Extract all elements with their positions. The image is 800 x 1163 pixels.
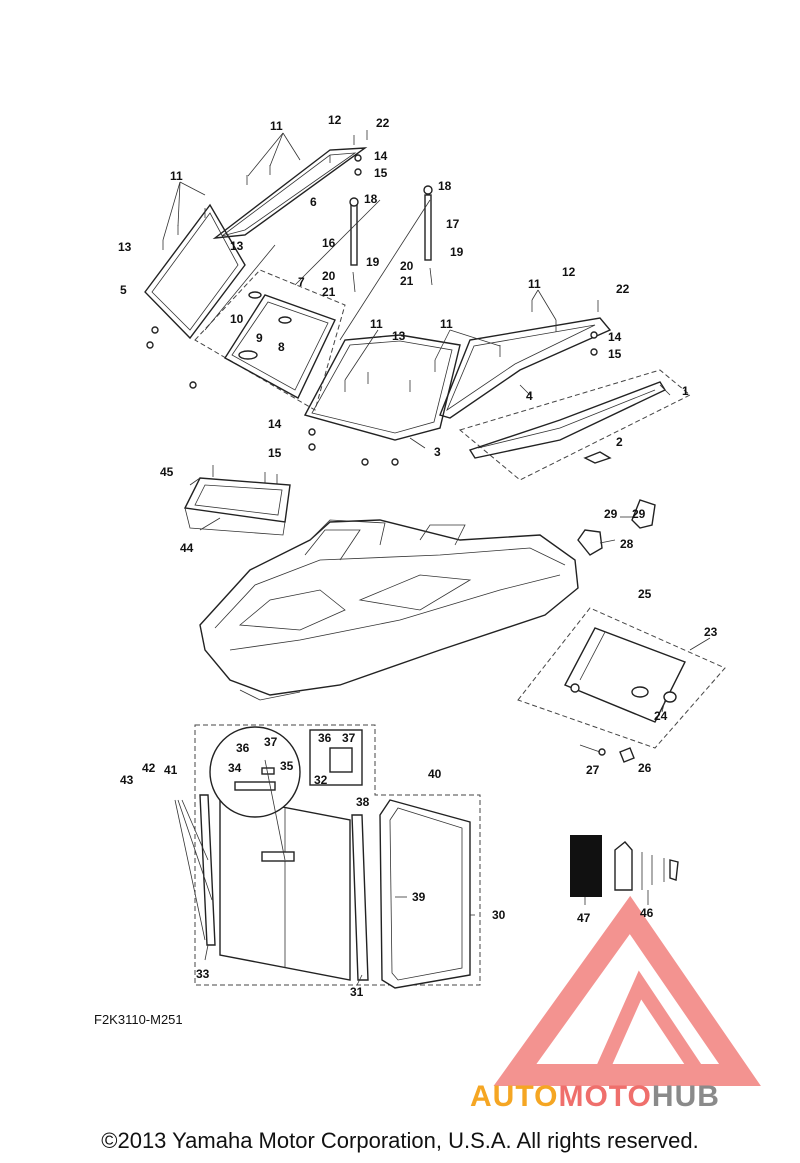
boat-hull bbox=[199, 519, 579, 701]
callout-12b: 12 bbox=[562, 265, 576, 279]
cover-23 bbox=[517, 607, 726, 749]
callout-11a: 11 bbox=[270, 119, 283, 133]
callout-43: 43 bbox=[120, 773, 134, 787]
callout-8: 8 bbox=[278, 340, 285, 354]
callout-2: 2 bbox=[616, 435, 623, 449]
door-section bbox=[174, 724, 481, 989]
callout-12a: 12 bbox=[328, 113, 342, 127]
callout-42: 42 bbox=[142, 761, 156, 775]
callout-15c: 15 bbox=[268, 446, 282, 460]
callout-20a: 20 bbox=[322, 269, 336, 283]
callout-1: 1 bbox=[682, 384, 689, 398]
glove-box-44 bbox=[183, 477, 291, 536]
callout-27: 27 bbox=[586, 763, 600, 777]
detail-circle bbox=[209, 726, 301, 861]
callout-36b: 36 bbox=[318, 731, 332, 745]
callout-11d: 11 bbox=[440, 317, 453, 331]
callout-11b: 11 bbox=[170, 169, 183, 183]
callout-22b: 22 bbox=[616, 282, 630, 296]
brand-part-moto: MOTO bbox=[558, 1080, 652, 1113]
callout-39: 39 bbox=[412, 890, 426, 904]
tool-kit-46 bbox=[614, 841, 679, 891]
diagram-code: F2K3110-M251 bbox=[94, 1012, 183, 1027]
callout-6: 6 bbox=[310, 195, 317, 209]
callout-19a: 19 bbox=[366, 255, 380, 269]
strut-16 bbox=[349, 197, 359, 293]
callout-41: 41 bbox=[164, 763, 178, 777]
callout-16: 16 bbox=[322, 236, 336, 250]
callout-29a: 29 bbox=[604, 507, 618, 521]
bracket-28 bbox=[577, 529, 603, 556]
callout-7: 7 bbox=[298, 275, 305, 289]
callout-37b: 37 bbox=[342, 731, 356, 745]
callout-13b: 13 bbox=[230, 239, 244, 253]
windshield-frame-7 bbox=[194, 269, 346, 411]
callout-13c: 13 bbox=[392, 329, 406, 343]
callout-35: 35 bbox=[280, 759, 294, 773]
callout-10: 10 bbox=[230, 312, 244, 326]
nuts bbox=[146, 154, 598, 466]
callout-22a: 22 bbox=[376, 116, 390, 130]
callout-33: 33 bbox=[196, 967, 210, 981]
callout-28: 28 bbox=[620, 537, 634, 551]
fastener-26-27 bbox=[598, 747, 635, 763]
callout-11e: 11 bbox=[528, 277, 541, 291]
callout-25: 25 bbox=[638, 587, 652, 601]
frame-6 bbox=[212, 147, 368, 239]
callout-40: 40 bbox=[428, 767, 442, 781]
callout-15a: 15 bbox=[374, 166, 388, 180]
callout-24: 24 bbox=[654, 709, 668, 723]
frame-3 bbox=[303, 334, 461, 441]
watermark-logo-icon bbox=[493, 895, 761, 1086]
callout-18a: 18 bbox=[364, 192, 378, 206]
callout-36a: 36 bbox=[236, 741, 250, 755]
callout-23: 23 bbox=[704, 625, 718, 639]
brand-part-auto: AUTO bbox=[470, 1080, 559, 1113]
copyright-notice: ©2013 Yamaha Motor Corporation, U.S.A. A… bbox=[101, 1128, 699, 1153]
callout-15b: 15 bbox=[608, 347, 622, 361]
callout-20b: 20 bbox=[400, 259, 414, 273]
callout-9: 9 bbox=[256, 331, 263, 345]
callout-19b: 19 bbox=[450, 245, 464, 259]
callout-32: 32 bbox=[314, 773, 328, 787]
callout-11c: 11 bbox=[370, 317, 383, 331]
frame-4 bbox=[439, 317, 612, 419]
callout-37a: 37 bbox=[264, 735, 278, 749]
callout-30: 30 bbox=[492, 908, 506, 922]
bracket-29 bbox=[631, 499, 656, 529]
brand-part-hub: HUB bbox=[651, 1080, 720, 1113]
callout-18b: 18 bbox=[438, 179, 452, 193]
detail-box bbox=[309, 729, 363, 786]
trim-1 bbox=[458, 369, 691, 481]
callout-17: 17 bbox=[446, 217, 460, 231]
callout-31: 31 bbox=[350, 985, 364, 999]
callout-3: 3 bbox=[434, 445, 441, 459]
callout-34: 34 bbox=[228, 761, 242, 775]
frame-5 bbox=[144, 203, 246, 340]
callout-14a: 14 bbox=[374, 149, 388, 163]
callout-4: 4 bbox=[526, 389, 533, 403]
callout-labels: 1 2 3 4 5 6 7 8 9 10 11 11 11 11 11 12 1… bbox=[118, 113, 718, 999]
callout-26: 26 bbox=[638, 761, 652, 775]
label-sheet-47 bbox=[570, 835, 602, 897]
callout-47: 47 bbox=[577, 911, 591, 925]
callout-44: 44 bbox=[180, 541, 194, 555]
callout-46: 46 bbox=[640, 906, 654, 920]
callout-38: 38 bbox=[356, 795, 370, 809]
callout-5: 5 bbox=[120, 283, 127, 297]
callout-13a: 13 bbox=[118, 240, 132, 254]
callout-14c: 14 bbox=[268, 417, 282, 431]
watermark-brand: AUTOMOTOHUB bbox=[470, 1080, 720, 1114]
strut-17 bbox=[423, 185, 433, 286]
callout-21a: 21 bbox=[322, 285, 336, 299]
callout-45: 45 bbox=[160, 465, 174, 479]
screws bbox=[162, 130, 599, 486]
callout-21b: 21 bbox=[400, 274, 414, 288]
callout-14b: 14 bbox=[608, 330, 622, 344]
callout-29b: 29 bbox=[632, 507, 646, 521]
leader-lines bbox=[162, 132, 711, 986]
